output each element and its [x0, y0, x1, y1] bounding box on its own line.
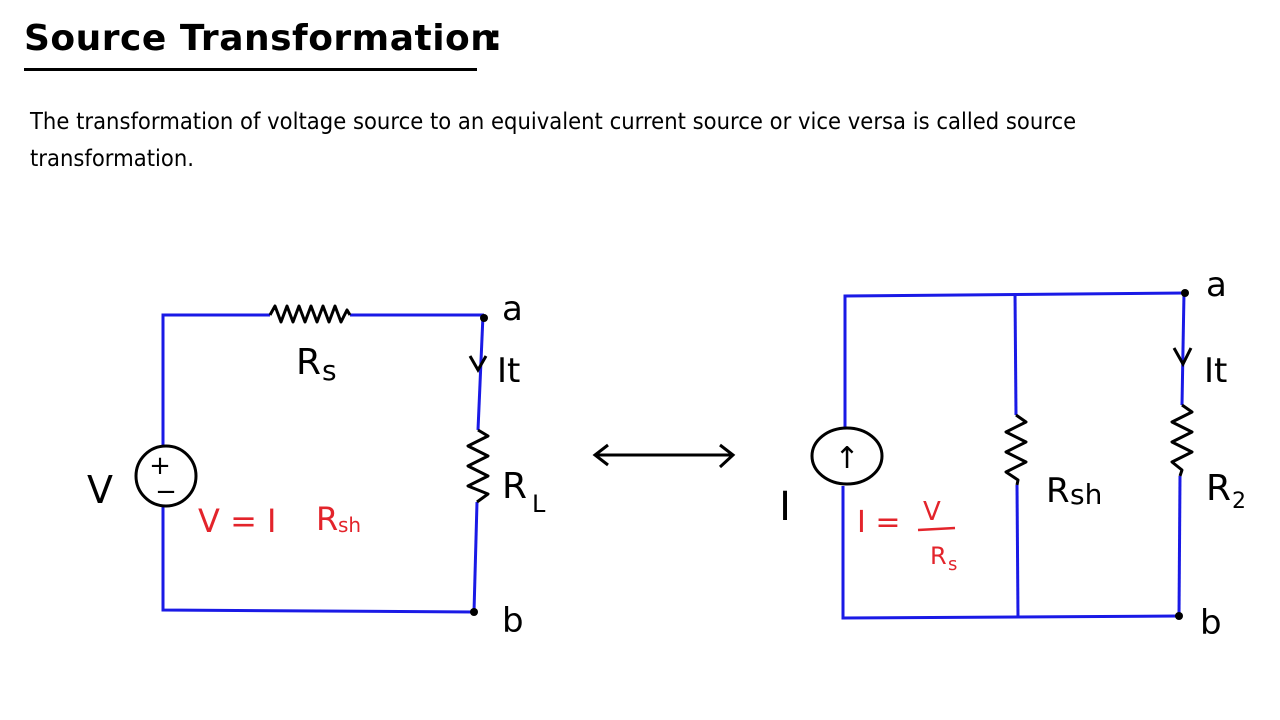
fraction-bar [917, 526, 956, 532]
title-underline [24, 68, 477, 71]
svg-text:R: R [930, 542, 947, 570]
svg-text:R: R [1206, 468, 1231, 509]
svg-text:s: s [948, 554, 957, 575]
left-wires [161, 313, 485, 614]
rs-label: R s [296, 342, 337, 387]
node-b-dot [470, 608, 478, 616]
right-wires [841, 291, 1186, 620]
plus-sign: + [149, 451, 171, 481]
node-b-label: b [502, 601, 524, 641]
minus-sign: − [155, 477, 177, 507]
node-b-dot [1175, 612, 1183, 620]
wire-load-upper [1180, 292, 1186, 406]
resistor-rl-icon [466, 428, 490, 504]
wire-bottom [161, 506, 475, 614]
r2-label: R 2 [1206, 468, 1246, 514]
source-arrow-up-icon: ↑ [834, 441, 859, 476]
svg-text:V: V [923, 497, 941, 527]
node-a-label: a [1206, 265, 1227, 305]
current-arrow-icon [468, 355, 488, 374]
node-a-dot [1181, 289, 1189, 297]
current-source-icon: ↑ [810, 426, 884, 486]
page-title: Source Transformation [24, 18, 497, 59]
svg-text:s: s [322, 354, 337, 387]
current-label-it: It [1204, 351, 1227, 391]
current-arrow-icon [1172, 347, 1193, 368]
svg-text:R: R [1046, 471, 1070, 511]
wire-right-lower [472, 501, 479, 613]
node-b-label: b [1200, 603, 1222, 643]
wire-shunt-upper [1013, 292, 1018, 416]
source-voltage-label: V [87, 468, 113, 512]
svg-text:I =: I = [857, 505, 901, 540]
voltage-equation: V = I R sh [198, 500, 361, 540]
svg-text:R: R [316, 500, 338, 538]
svg-text:V = I: V = I [198, 502, 276, 540]
bidirectional-arrow-icon [592, 443, 736, 469]
svg-text:sh: sh [338, 513, 361, 537]
source-current-label: I [779, 484, 791, 530]
title-colon: : [488, 18, 503, 59]
svg-text:L: L [532, 490, 546, 518]
resistor-rs-icon [268, 304, 352, 324]
node-a-label: a [502, 289, 523, 329]
current-equation: I = V R s [857, 497, 957, 575]
svg-text:sh: sh [1070, 478, 1102, 511]
node-a-dot [480, 314, 488, 322]
wire-left-upper [843, 291, 1186, 428]
resistor-r2-icon [1170, 403, 1194, 477]
svg-text:2: 2 [1232, 489, 1246, 514]
voltage-source-circuit: + − V R s R L It a b V = I R sh [87, 289, 546, 641]
wire-bottom-right [841, 486, 1180, 620]
wire-right-upper [476, 314, 485, 431]
wire-load-lower [1177, 475, 1182, 617]
resistor-rsh-icon [1004, 413, 1028, 486]
rl-label: R L [502, 466, 546, 518]
svg-text:R: R [296, 342, 321, 383]
wire-left-top [161, 313, 270, 446]
svg-text:R: R [502, 466, 527, 507]
wire-shunt-lower [1015, 484, 1020, 619]
definition-text: The transformation of voltage source to … [30, 109, 1077, 172]
voltage-source-icon: + − [134, 444, 198, 508]
current-source-circuit: ↑ I R sh R 2 It a b I = V R s [779, 265, 1246, 643]
rsh-label: R sh [1046, 471, 1102, 511]
current-label-it: It [497, 351, 520, 391]
